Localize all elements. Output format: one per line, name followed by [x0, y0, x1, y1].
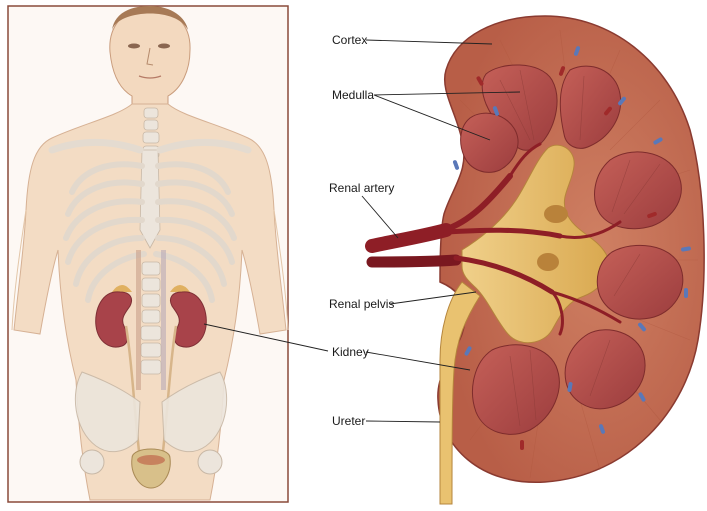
- label-medulla: Medulla: [332, 88, 374, 102]
- calyx-2: [537, 253, 559, 271]
- kidney-cross-section: [372, 16, 704, 504]
- femur-head-left: [80, 450, 104, 474]
- label-ureter: Ureter: [332, 414, 365, 428]
- femur-head-right: [198, 450, 222, 474]
- pyramid-5: [597, 245, 683, 319]
- body-panel: [8, 6, 288, 502]
- aorta: [136, 250, 141, 390]
- leader-ureter: [366, 421, 440, 422]
- label-renal-pelvis: Renal pelvis: [329, 297, 394, 311]
- label-renal-artery: Renal artery: [329, 181, 394, 195]
- vena-cava: [161, 250, 166, 390]
- bladder-top: [137, 455, 165, 465]
- calyx-1: [544, 205, 568, 223]
- leader-renal-artery: [362, 196, 398, 238]
- label-kidney: Kidney: [332, 345, 369, 359]
- label-cortex: Cortex: [332, 33, 367, 47]
